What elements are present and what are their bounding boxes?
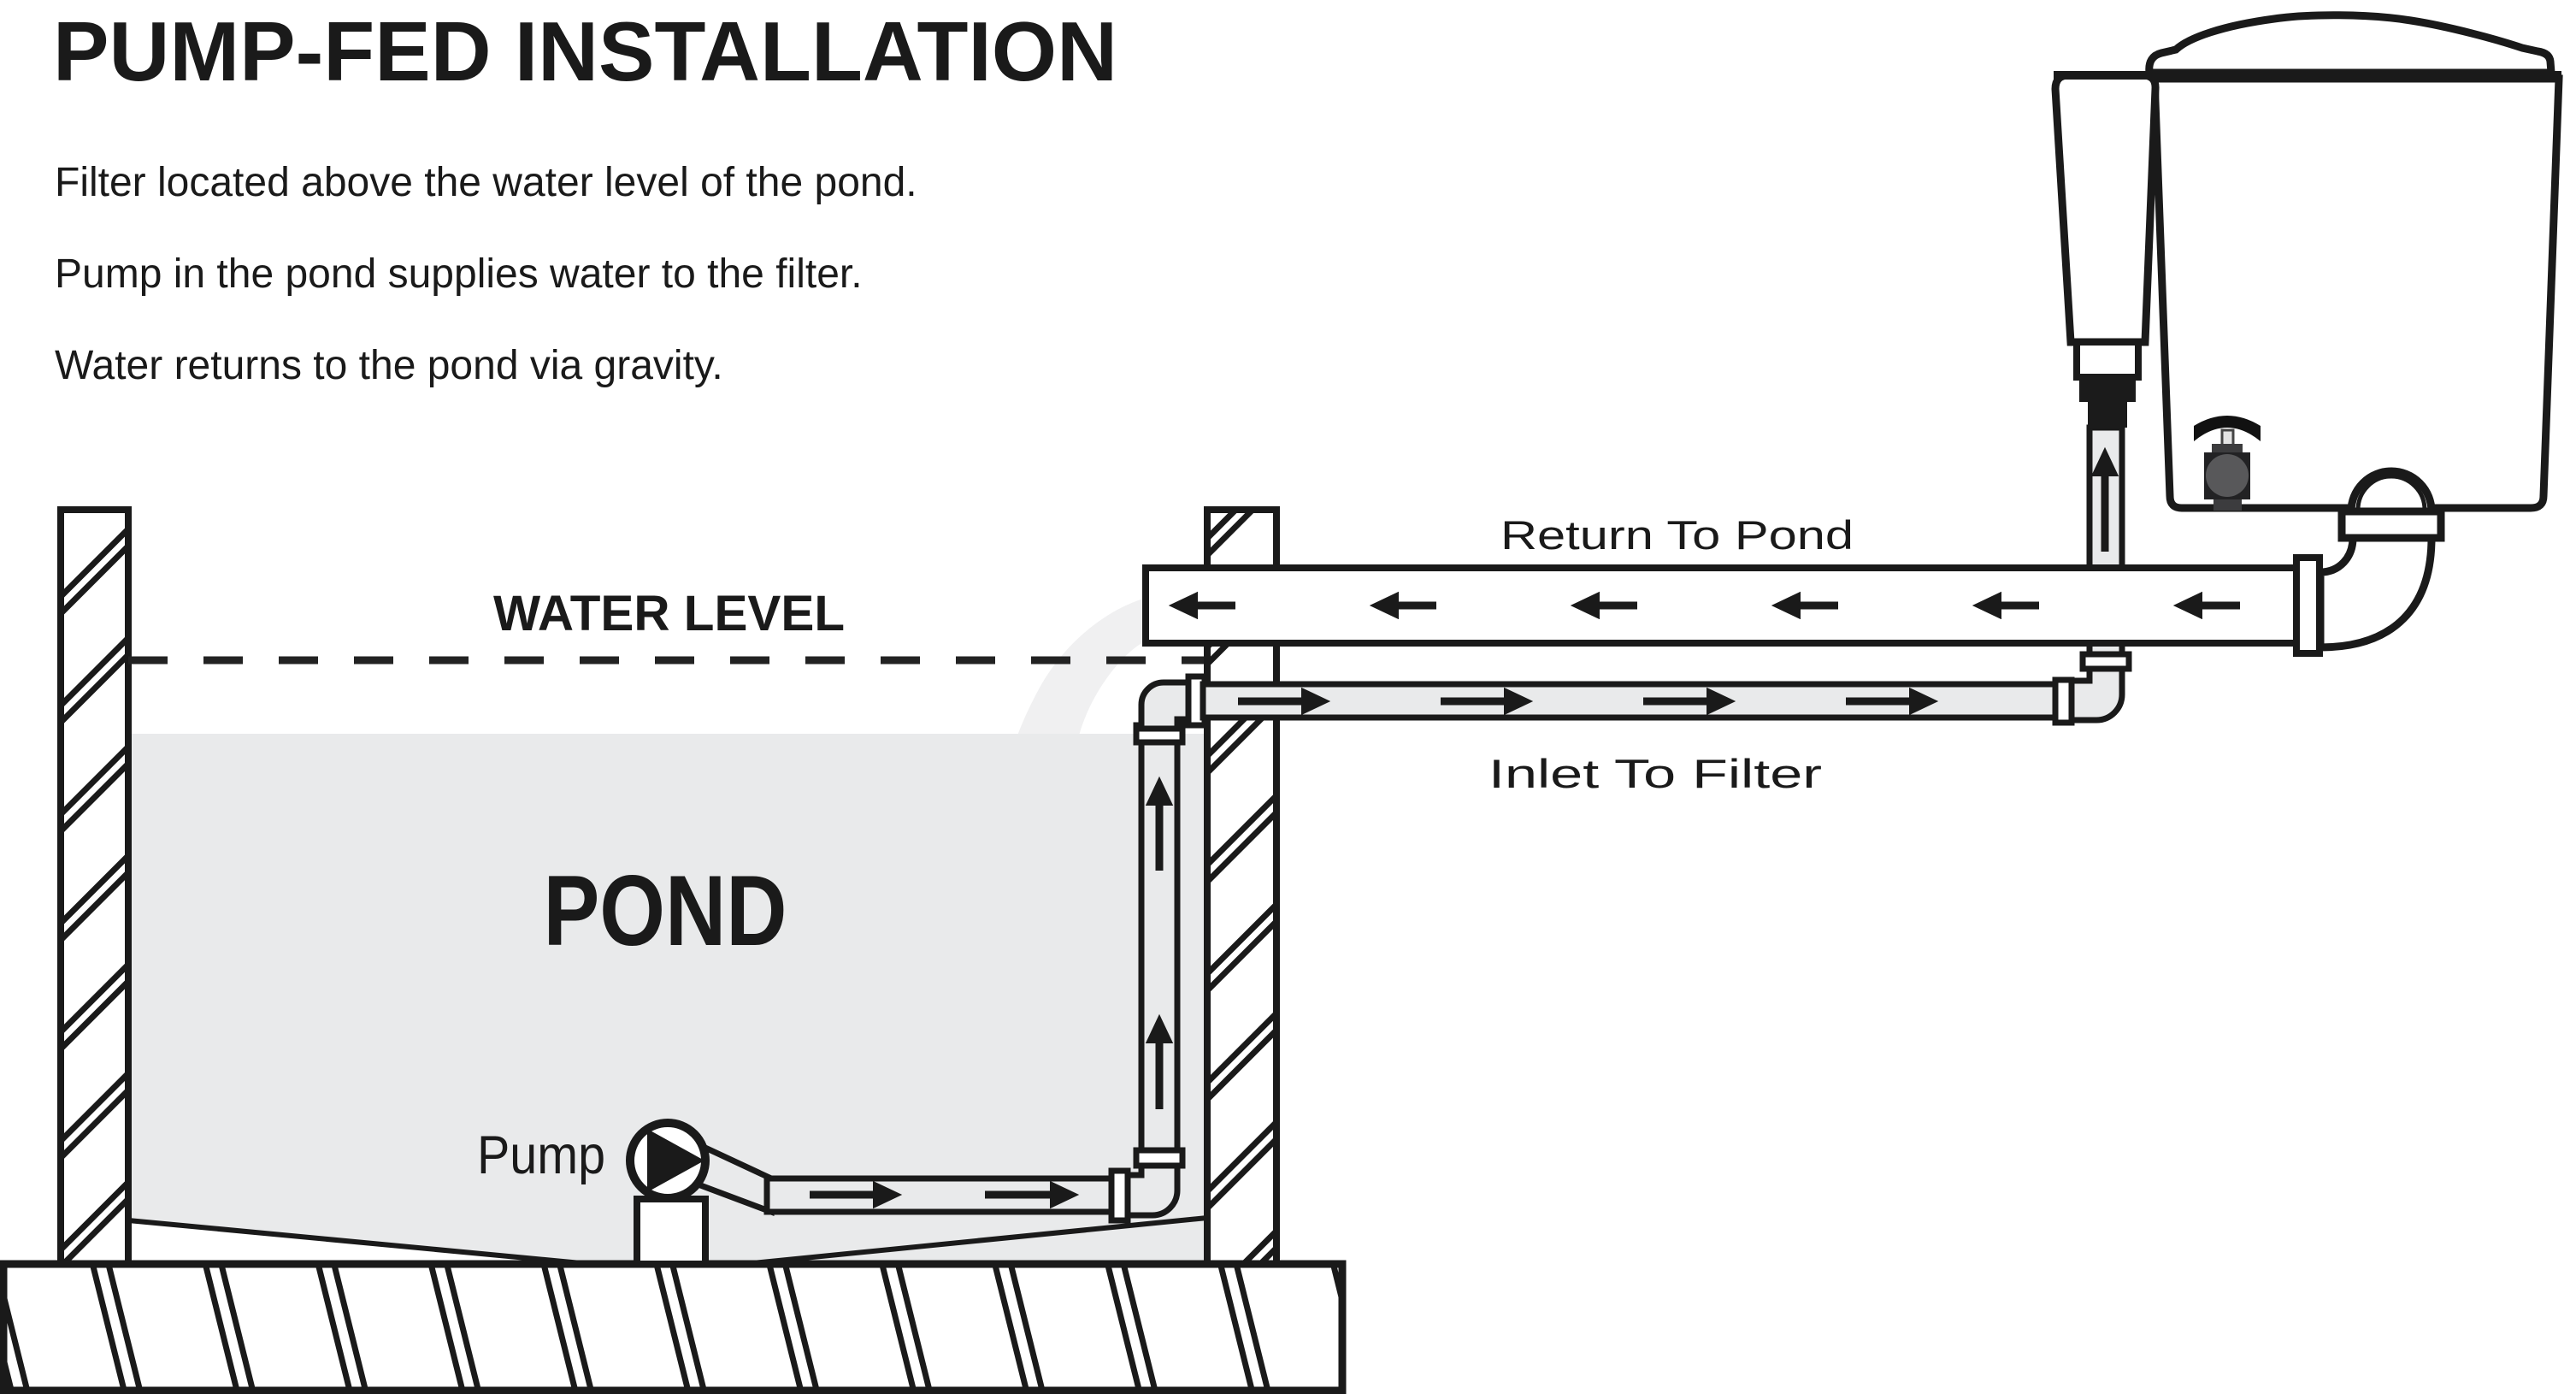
inlet-pipe — [1200, 681, 2062, 721]
tank-outlet-elbow — [2293, 467, 2445, 657]
filter-tank-body — [2150, 74, 2563, 512]
waterfall-stream — [1017, 597, 1149, 735]
pump-pedestal — [634, 1196, 709, 1267]
valve-bonnet — [2212, 444, 2243, 455]
valve-base — [2213, 499, 2242, 511]
inlet-pipe-run — [1200, 424, 2132, 726]
riser-top-elbow — [1138, 679, 1195, 732]
pond-riser-pipe — [1108, 673, 1208, 1224]
ground — [0, 1260, 1347, 1394]
pond-label: POND — [544, 854, 787, 966]
outlet-dome-inner-line — [2355, 474, 2427, 511]
description-line-3: Water returns to the pond via gravity. — [55, 343, 723, 388]
pump-impeller-icon — [647, 1129, 704, 1192]
filter-inlet-chamber — [2051, 71, 2160, 346]
pipe-coupling — [2337, 507, 2445, 542]
description-line-2: Pump in the pond supplies water to the f… — [55, 251, 863, 297]
inlet-pipe-label: Inlet To Filter — [1488, 751, 1822, 796]
description-line-1: Filter located above the water level of … — [55, 160, 917, 205]
pipe-coupling — [1133, 1147, 1186, 1169]
riser-bottom-elbow — [1124, 1161, 1181, 1219]
pipe-flange — [2293, 554, 2323, 657]
pond-floor-left-slope — [127, 1218, 591, 1267]
inlet-fitting — [2079, 377, 2136, 428]
valve-ball — [2206, 454, 2249, 497]
drain-valve — [2194, 416, 2261, 511]
filter-lid — [2145, 11, 2555, 77]
filter-tank — [2051, 11, 2563, 657]
outlet-elbow-pipe — [2316, 534, 2436, 652]
pump-label: Pump — [477, 1125, 605, 1185]
page-title: PUMP-FED INSTALLATION — [53, 4, 1117, 98]
pond-floor-right-slope — [734, 1215, 1208, 1267]
pond-wall-left — [57, 506, 132, 1269]
water-level-label: WATER LEVEL — [493, 586, 845, 641]
pipe-flange — [1108, 1167, 1131, 1224]
return-pipe-run — [1142, 564, 2303, 647]
return-pipe — [1142, 564, 2303, 647]
return-pipe-label: Return To Pond — [1500, 512, 1854, 558]
valve-handle-icon — [2194, 416, 2261, 441]
pipe-flange — [2052, 676, 2075, 726]
pipe-coupling — [2079, 651, 2132, 672]
inlet-chamber-neck — [2073, 339, 2142, 381]
pond-water — [128, 734, 1207, 1264]
